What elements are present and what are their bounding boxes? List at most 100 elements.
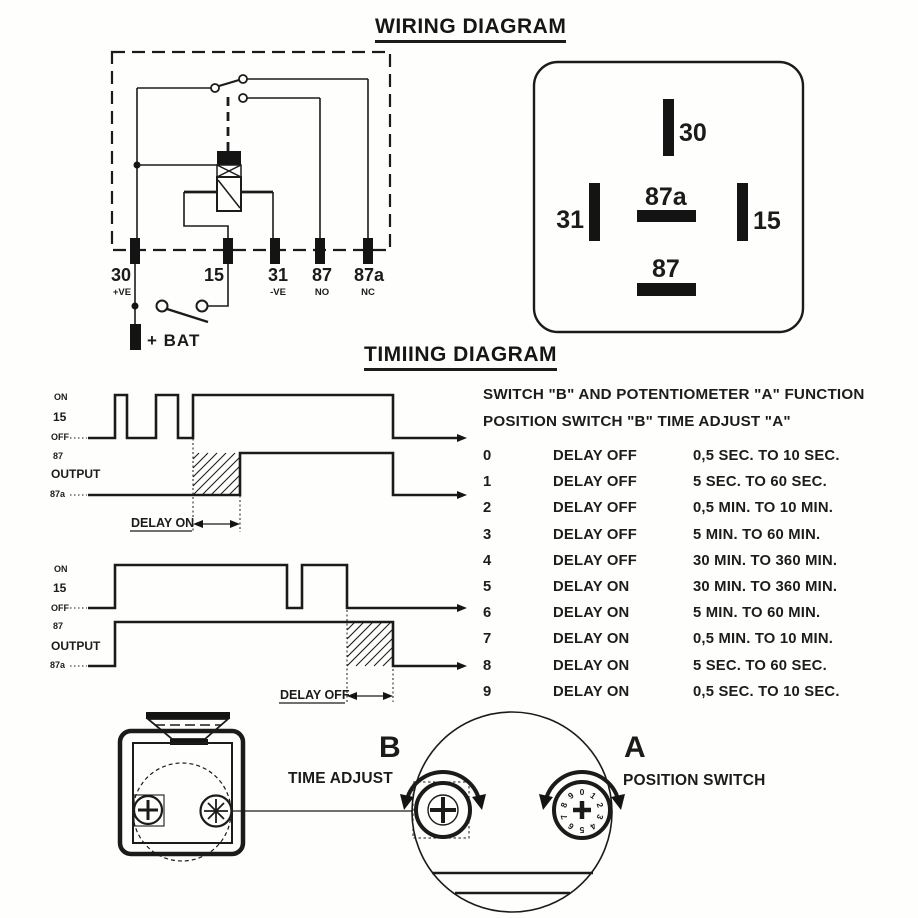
relay-contact-no <box>238 93 248 103</box>
dial-digit: 2 <box>595 801 606 809</box>
knob-b-name: TIME ADJUST <box>288 770 393 787</box>
row-mode: DELAY OFF <box>553 474 638 491</box>
device-drawing <box>117 712 413 862</box>
table-row: 3 DELAY OFF 5 MIN. TO 60 MIN. <box>483 522 883 548</box>
row-range: 5 MIN. TO 60 MIN. <box>693 605 821 622</box>
relay-body-outline <box>532 60 805 334</box>
t2-input-waveform <box>88 563 457 610</box>
row-range: 0,5 SEC. TO 10 SEC. <box>693 683 840 700</box>
row-position: 9 <box>483 683 492 700</box>
wiring-schematic: 30 +VE 15 31 -VE 87 NO 87a NC + BAT <box>110 50 392 350</box>
position-switch-rotation-arrow <box>544 770 620 800</box>
row-position: 7 <box>483 631 492 648</box>
pin-31 <box>589 183 600 241</box>
row-position: 2 <box>483 500 492 517</box>
row-mode: DELAY ON <box>553 631 630 648</box>
time-adjust-knob <box>414 781 472 839</box>
t2-87a-label: 87a <box>50 660 66 670</box>
t1-delay-hatch <box>192 452 241 496</box>
t1-87-label: 87 <box>53 451 63 461</box>
dial-digit: 6 <box>566 821 576 832</box>
t1-input-waveform <box>88 393 457 440</box>
row-position: 4 <box>483 552 492 569</box>
t1-output-waveform <box>88 451 457 497</box>
dial-digit: 8 <box>558 801 569 809</box>
schematic-dashed-border <box>110 50 392 252</box>
pin-87a <box>637 210 696 222</box>
dial-digit: 4 <box>588 821 598 832</box>
wiring-diagram-title: WIRING DIAGRAM <box>375 15 567 43</box>
dial-digit: 7 <box>558 813 569 821</box>
t2-87-label: 87 <box>53 621 63 631</box>
terminal-87a <box>363 238 373 264</box>
knob-b-label: B <box>379 731 401 764</box>
timing-diagram-2: ON 15 OFF 87 OUTPUT 87a DELA <box>50 563 467 704</box>
row-position: 6 <box>483 605 492 622</box>
t2-off-label: OFF <box>51 603 69 613</box>
table-row: 7 DELAY ON 0,5 MIN. TO 10 MIN. <box>483 626 883 652</box>
t2-delay-label: DELAY OFF <box>280 688 350 702</box>
row-position: 5 <box>483 579 492 596</box>
timing-diagram-1: ON 15 OFF 87 OUTPUT 87a DELA <box>50 392 467 532</box>
terminal-15 <box>223 238 233 264</box>
row-mode: DELAY ON <box>553 605 630 622</box>
pin-87a-label: 87a <box>645 183 688 211</box>
device-face <box>132 742 233 844</box>
row-mode: DELAY ON <box>553 579 630 596</box>
table-row: 4 DELAY OFF 30 MIN. TO 360 MIN. <box>483 548 883 574</box>
t2-delay-hatch <box>346 621 394 667</box>
row-position: 0 <box>483 448 492 465</box>
terminal-30-label: 30 <box>111 265 131 285</box>
contact-lever <box>218 78 240 88</box>
row-mode: DELAY ON <box>553 657 630 674</box>
terminal-31 <box>270 238 280 264</box>
row-mode: DELAY OFF <box>553 552 638 569</box>
table-row: 8 DELAY ON 5 SEC. TO 60 SEC. <box>483 653 883 679</box>
t1-output-label: OUTPUT <box>51 467 101 481</box>
dial-digit: 0 <box>580 787 585 797</box>
dial-digit: 5 <box>579 825 584 835</box>
terminal-87 <box>315 238 325 264</box>
timing-diagram-title: TIMIING DIAGRAM <box>364 343 557 371</box>
terminal-31-sub: -VE <box>270 287 286 298</box>
row-mode: DELAY OFF <box>553 448 638 465</box>
relay-pinout: 30 31 87a 15 87 <box>532 60 805 334</box>
t1-off-label: OFF <box>51 432 69 442</box>
function-table-header-1: SWITCH "B" AND POTENTIOMETER "A" FUNCTIO… <box>483 386 865 403</box>
terminal-30-sub: +VE <box>113 287 131 298</box>
row-position: 3 <box>483 526 492 543</box>
row-range: 5 SEC. TO 60 SEC. <box>693 474 827 491</box>
pin-87-label: 87 <box>652 255 680 283</box>
table-row: 0 DELAY OFF 0,5 SEC. TO 10 SEC. <box>483 443 883 469</box>
magnifier-circle <box>411 711 613 913</box>
pin-30-label: 30 <box>679 119 707 147</box>
position-switch-dial <box>199 794 233 828</box>
pin-31-label: 31 <box>556 206 584 234</box>
dial-digit: 3 <box>595 813 606 821</box>
row-range: 30 MIN. TO 360 MIN. <box>693 552 838 569</box>
switch-lever <box>166 307 209 324</box>
relay-coil-symbol <box>216 151 242 212</box>
row-mode: DELAY OFF <box>553 500 638 517</box>
table-row: 5 DELAY ON 30 MIN. TO 360 MIN. <box>483 574 883 600</box>
t1-on-label: ON <box>54 392 68 402</box>
row-position: 8 <box>483 657 492 674</box>
pin-15-label: 15 <box>753 207 781 235</box>
t2-15-label: 15 <box>53 581 67 595</box>
device-case <box>117 728 246 857</box>
pin-87 <box>637 283 696 296</box>
relay-contact-nc <box>238 74 248 84</box>
terminal-87a-label: 87a <box>354 265 385 285</box>
t2-output-label: OUTPUT <box>51 639 101 653</box>
t1-delay-label: DELAY ON <box>131 516 194 530</box>
table-row: 2 DELAY OFF 0,5 MIN. TO 10 MIN. <box>483 495 883 521</box>
terminal-87-label: 87 <box>312 265 332 285</box>
row-position: 1 <box>483 474 492 491</box>
row-range: 5 SEC. TO 60 SEC. <box>693 657 827 674</box>
dial-digit: 1 <box>588 790 598 801</box>
t1-15-label: 15 <box>53 410 67 424</box>
row-range: 0,5 MIN. TO 10 MIN. <box>693 500 834 517</box>
